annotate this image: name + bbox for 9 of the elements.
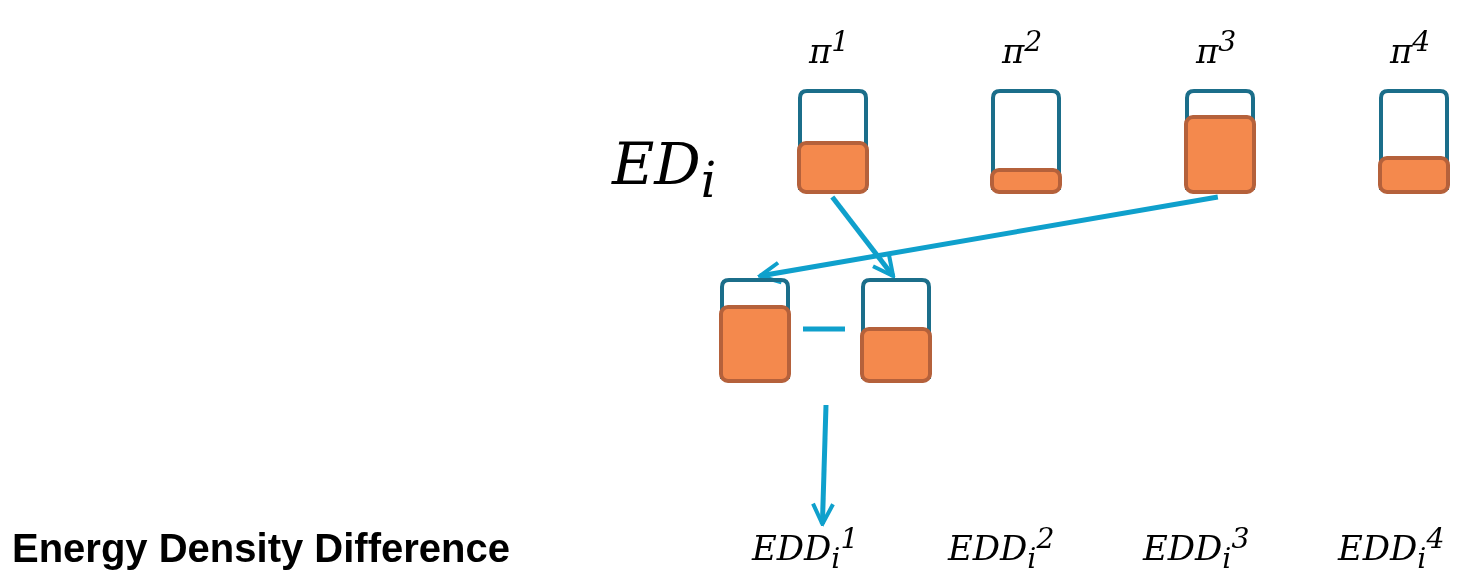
arrow	[830, 195, 896, 278]
math-label: ED$_{i}$	[612, 135, 717, 204]
arrow	[811, 404, 835, 526]
pi-label: π$^{4}$	[1390, 28, 1431, 69]
arrow	[758, 194, 1219, 285]
pi-label: π$^{2}$	[1002, 28, 1043, 69]
pi-label: π$^{1}$	[809, 28, 850, 69]
row-title: Energy Density Difference	[12, 526, 510, 571]
pi-label: π$^{3}$	[1196, 28, 1237, 69]
